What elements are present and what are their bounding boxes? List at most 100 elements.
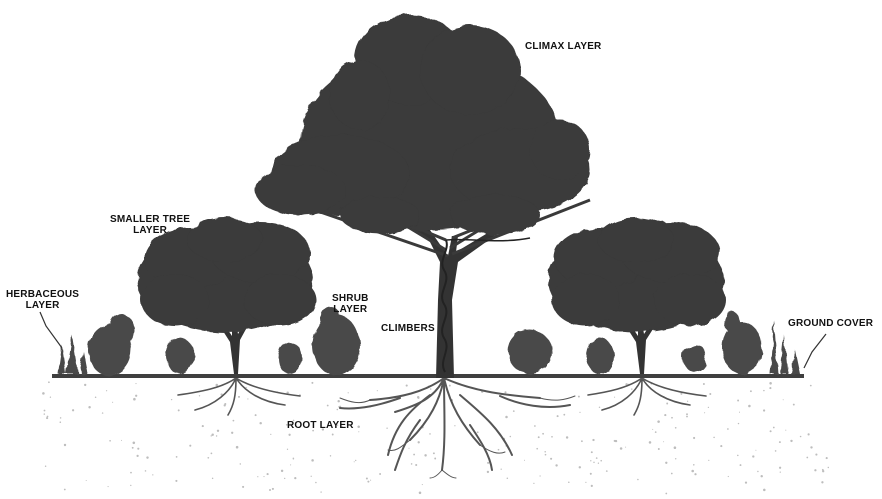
- soil-speckle: [210, 435, 212, 437]
- soil-speckle: [434, 457, 437, 460]
- soil-speckle: [500, 468, 502, 470]
- soil-speckle: [686, 413, 688, 416]
- soil-speckle: [486, 470, 490, 474]
- soil-speckle: [177, 409, 180, 412]
- soil-speckle: [663, 441, 665, 443]
- soil-speckle: [680, 392, 683, 395]
- soil-speckle: [686, 400, 689, 402]
- soil-speckle: [46, 415, 49, 418]
- soil-speckle: [778, 466, 782, 469]
- soil-speckle: [290, 464, 292, 466]
- label-herbaceous-layer: HERBACEOUS LAYER: [6, 289, 79, 311]
- soil-speckle: [415, 463, 418, 467]
- left-tree-roots: [177, 377, 301, 416]
- soil-speckle: [357, 425, 360, 428]
- right-tree-roots: [587, 377, 707, 416]
- soil-speckle: [136, 454, 139, 458]
- soil-speckle: [709, 392, 712, 396]
- soil-speckle: [506, 477, 509, 480]
- soil-speckle: [379, 473, 382, 475]
- soil-speckle: [657, 448, 660, 450]
- soil-speckle: [355, 459, 357, 462]
- soil-speckle: [810, 446, 813, 449]
- soil-speckle: [673, 446, 677, 449]
- soil-speckle: [534, 425, 536, 427]
- label-shrub-line-1: SHRUB: [332, 293, 369, 304]
- soil-speckle: [563, 413, 566, 416]
- soil-speckle: [105, 390, 108, 392]
- soil-speckle: [748, 404, 751, 408]
- ground-line: [52, 374, 804, 378]
- soil-speckle: [432, 452, 435, 455]
- soil-speckle: [448, 384, 451, 387]
- soil-speckle: [71, 409, 75, 412]
- soil-speckle: [107, 486, 109, 488]
- soil-speckle: [544, 453, 547, 456]
- soil-speckle: [417, 397, 420, 399]
- soil-speckle: [674, 426, 677, 429]
- soil-speckle: [737, 454, 739, 457]
- soil-speckle: [592, 438, 595, 442]
- soil-speckle: [210, 452, 213, 455]
- soil-speckle: [43, 413, 46, 415]
- soil-speckle: [749, 390, 752, 393]
- soil-speckle: [760, 475, 763, 478]
- soil-speckle: [418, 491, 422, 495]
- soil-speckle: [170, 398, 173, 401]
- soil-speckle: [235, 445, 239, 449]
- soil-speckle: [762, 409, 766, 412]
- soil-speckle: [320, 491, 322, 493]
- soil-speckle: [429, 433, 431, 435]
- soil-speckle: [257, 476, 259, 478]
- soil-speckle: [44, 465, 47, 468]
- soil-speckle: [590, 484, 593, 488]
- soil-speckle: [59, 417, 62, 419]
- soil-speckle: [665, 461, 668, 464]
- soil-speckle: [132, 441, 136, 445]
- soil-speckle: [224, 402, 227, 406]
- soil-speckle: [577, 395, 580, 398]
- soil-speckle: [763, 488, 766, 492]
- soil-speckle: [292, 457, 294, 459]
- soil-speckle: [88, 406, 91, 409]
- label-shrub-line-2: LAYER: [333, 304, 368, 315]
- soil-speckle: [821, 481, 824, 484]
- soil-speckle: [772, 426, 775, 429]
- soil-speckle: [247, 398, 249, 400]
- soil-speckle: [189, 444, 192, 447]
- label-root-layer: ROOT LAYER: [287, 420, 354, 431]
- soil-speckle: [590, 451, 593, 454]
- soil-speckle: [131, 446, 134, 449]
- soil-speckle: [294, 476, 297, 480]
- soil-speckle: [487, 461, 490, 464]
- soil-speckle: [597, 462, 600, 464]
- label-smaller-tree-line-2: LAYER: [133, 225, 168, 236]
- climax-tree-trunk: [396, 214, 500, 378]
- soil-speckle: [556, 415, 559, 418]
- soil-speckle: [704, 412, 706, 414]
- soil-speckle: [315, 481, 317, 484]
- soil-speckle: [779, 471, 781, 473]
- soil-speckle: [707, 406, 710, 409]
- label-smaller-tree-line-1: SMALLER TREE: [110, 214, 191, 225]
- soil-speckle: [337, 424, 339, 426]
- soil-speckle: [215, 435, 218, 437]
- soil-speckle: [799, 435, 802, 438]
- soil-speckle: [694, 473, 697, 476]
- soil-speckle: [497, 448, 500, 451]
- soil-speckle: [405, 384, 408, 387]
- soil-speckle: [774, 450, 777, 452]
- soil-speckle: [201, 425, 204, 428]
- soil-speckle: [245, 386, 247, 389]
- climax-tree: [255, 15, 591, 378]
- soil-speckle: [211, 433, 214, 437]
- soil-speckle: [59, 421, 62, 423]
- soil-speckle: [657, 420, 660, 423]
- soil-speckle: [551, 435, 553, 438]
- soil-speckle: [84, 383, 87, 387]
- soil-speckle: [290, 423, 292, 426]
- soil-speckle: [85, 479, 87, 482]
- soil-speckle: [654, 431, 657, 433]
- soil-speckle: [598, 406, 601, 409]
- soil-speckle: [533, 482, 535, 485]
